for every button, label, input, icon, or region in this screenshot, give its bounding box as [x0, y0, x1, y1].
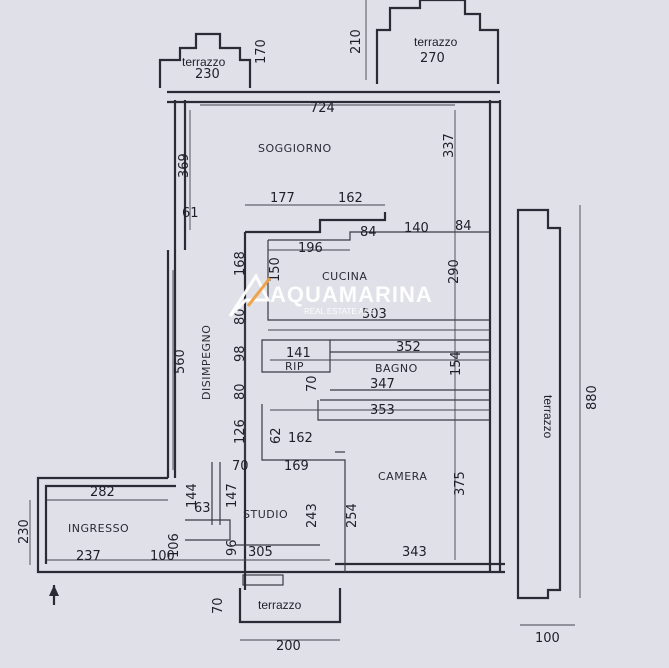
dim-177: 177: [270, 191, 295, 206]
dim-337: 337: [442, 133, 457, 158]
dim-375: 375: [453, 471, 468, 496]
dim-154: 154: [449, 351, 464, 376]
aquamarina-watermark: AQUAMARINA REAL ESTATE AGE: [228, 272, 433, 318]
dimension-texts: 230 170 210 270 724 369 337 177 162 61 1…: [17, 29, 600, 654]
room-label-ingresso: INGRESSO: [68, 522, 129, 535]
dim-84-a: 84: [360, 225, 377, 240]
dim-80-b: 80: [233, 383, 248, 400]
watermark-brand: AQUAMARINA: [270, 282, 433, 307]
dim-270: 270: [420, 51, 445, 66]
dim-243: 243: [305, 503, 320, 528]
dim-80-a: 80: [233, 308, 248, 325]
dim-230-top: 230: [195, 67, 220, 82]
dim-305: 305: [248, 545, 273, 560]
dim-369: 369: [177, 153, 192, 178]
dim-70-b: 70: [232, 459, 249, 474]
dim-62: 62: [269, 427, 284, 444]
dim-84-b: 84: [455, 219, 472, 234]
dim-210: 210: [349, 29, 364, 54]
room-label-studio: STUDIO: [243, 508, 288, 521]
terrazzo-top-left-label: terrazzo: [182, 55, 226, 69]
entrance-arrow-icon: [49, 585, 59, 605]
dim-560: 560: [173, 349, 188, 374]
dim-162-a: 162: [338, 191, 363, 206]
terrazzo-right-label: terrazzo: [541, 395, 555, 439]
dim-503: 503: [362, 307, 387, 322]
room-label-disimpegno: DISIMPEGNO: [200, 325, 213, 400]
room-label-cucina: CUCINA: [322, 270, 367, 283]
room-label-bagno: BAGNO: [375, 362, 418, 375]
dim-70-a: 70: [305, 375, 320, 392]
dim-168: 168: [233, 251, 248, 276]
dim-144: 144: [185, 483, 200, 508]
terraces: [158, 0, 562, 624]
dim-237: 237: [76, 549, 101, 564]
dim-169: 169: [284, 459, 309, 474]
room-label-camera: CAMERA: [378, 470, 427, 483]
dim-880: 880: [585, 385, 600, 410]
dim-343: 343: [402, 545, 427, 560]
dim-106: 106: [167, 533, 182, 558]
dim-100-a: 100: [150, 549, 175, 564]
dim-347: 347: [370, 377, 395, 392]
dim-61: 61: [182, 206, 199, 221]
dim-150: 150: [268, 257, 283, 282]
outer-walls: [36, 90, 505, 574]
dim-162-b: 162: [288, 431, 313, 446]
dim-141: 141: [286, 346, 311, 361]
terrazzo-bottom-label: terrazzo: [258, 598, 302, 612]
dim-170: 170: [254, 39, 269, 64]
room-label-rip: RIP: [285, 360, 304, 373]
room-label-soggiorno: SOGGIORNO: [258, 142, 332, 155]
dim-200: 200: [276, 639, 301, 654]
dim-254: 254: [345, 503, 360, 528]
dim-196: 196: [298, 241, 323, 256]
dim-98: 98: [233, 345, 248, 362]
dim-96: 96: [225, 539, 240, 556]
dim-63: 63: [194, 501, 211, 516]
dim-290: 290: [447, 259, 462, 284]
watermark-tagline: REAL ESTATE AGE: [304, 307, 375, 316]
terrazzo-top-right-label: terrazzo: [414, 35, 458, 49]
dim-282: 282: [90, 485, 115, 500]
dim-100-b: 100: [535, 631, 560, 646]
dimension-lines: [29, 0, 581, 641]
dim-70-c: 70: [211, 597, 226, 614]
dim-230: 230: [17, 519, 32, 544]
dim-126: 126: [233, 419, 248, 444]
dim-352: 352: [396, 340, 421, 355]
dim-140: 140: [404, 221, 429, 236]
dim-353: 353: [370, 403, 395, 418]
aquamarina-logo-icon: [228, 272, 271, 318]
dim-724: 724: [310, 101, 335, 116]
dim-147: 147: [225, 483, 240, 508]
